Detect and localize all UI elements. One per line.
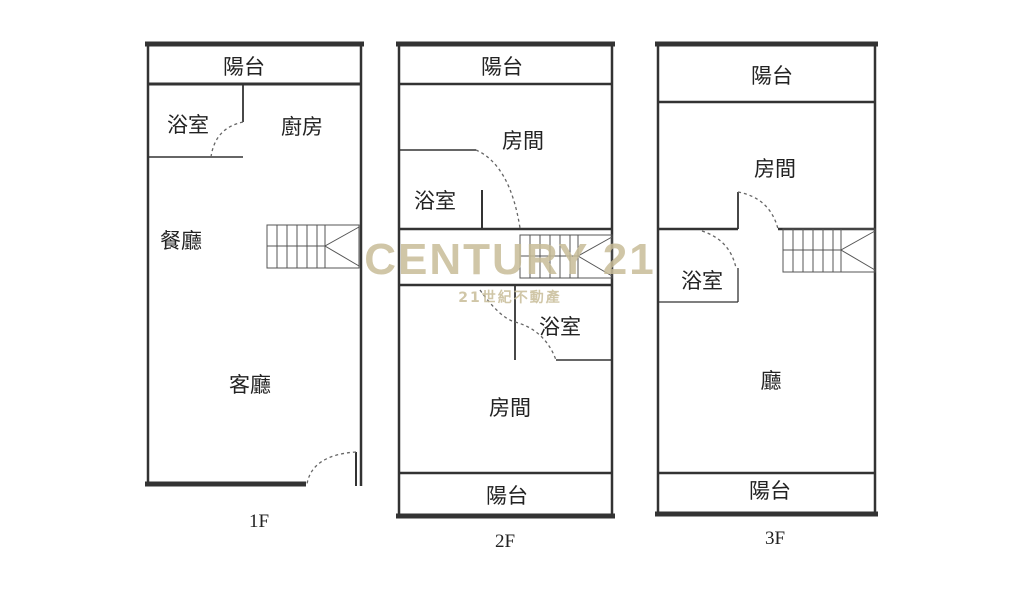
room-label: 浴室 [167, 113, 209, 137]
room-label: 房間 [489, 396, 531, 420]
floor-1f: 陽台 浴室 廚房 餐廳 客廳 1F [145, 41, 364, 532]
floor-label: 1F [249, 511, 269, 532]
room-label: 浴室 [681, 269, 723, 293]
room-label: 陽台 [223, 55, 265, 79]
floor-2f: 陽台 房間 浴室 浴室 房間 陽台 2F [396, 41, 615, 552]
floor-3f: 陽台 房間 浴室 廳 陽台 3F [655, 41, 878, 549]
century21-watermark: CENTURY 21 21世紀不動產 [364, 235, 655, 306]
room-label: 房間 [502, 129, 544, 153]
room-label: 陽台 [486, 484, 528, 508]
room-label: 陽台 [749, 479, 791, 503]
floor-label: 2F [495, 531, 515, 552]
room-label: 廳 [761, 369, 782, 393]
room-label: 浴室 [414, 189, 456, 213]
room-label: 陽台 [751, 64, 793, 88]
room-label: 客廳 [229, 373, 271, 397]
room-label: 房間 [754, 157, 796, 181]
room-label: 浴室 [539, 315, 581, 339]
stairs-icon [266, 224, 360, 269]
room-label: 廚房 [281, 115, 323, 139]
floor-label: 3F [765, 528, 785, 549]
watermark-brand: CENTURY 21 [364, 235, 655, 284]
watermark-subtitle: 21世紀不動產 [458, 289, 561, 306]
stairs-icon [782, 228, 876, 273]
room-label: 陽台 [481, 55, 523, 79]
room-label: 餐廳 [160, 229, 202, 253]
